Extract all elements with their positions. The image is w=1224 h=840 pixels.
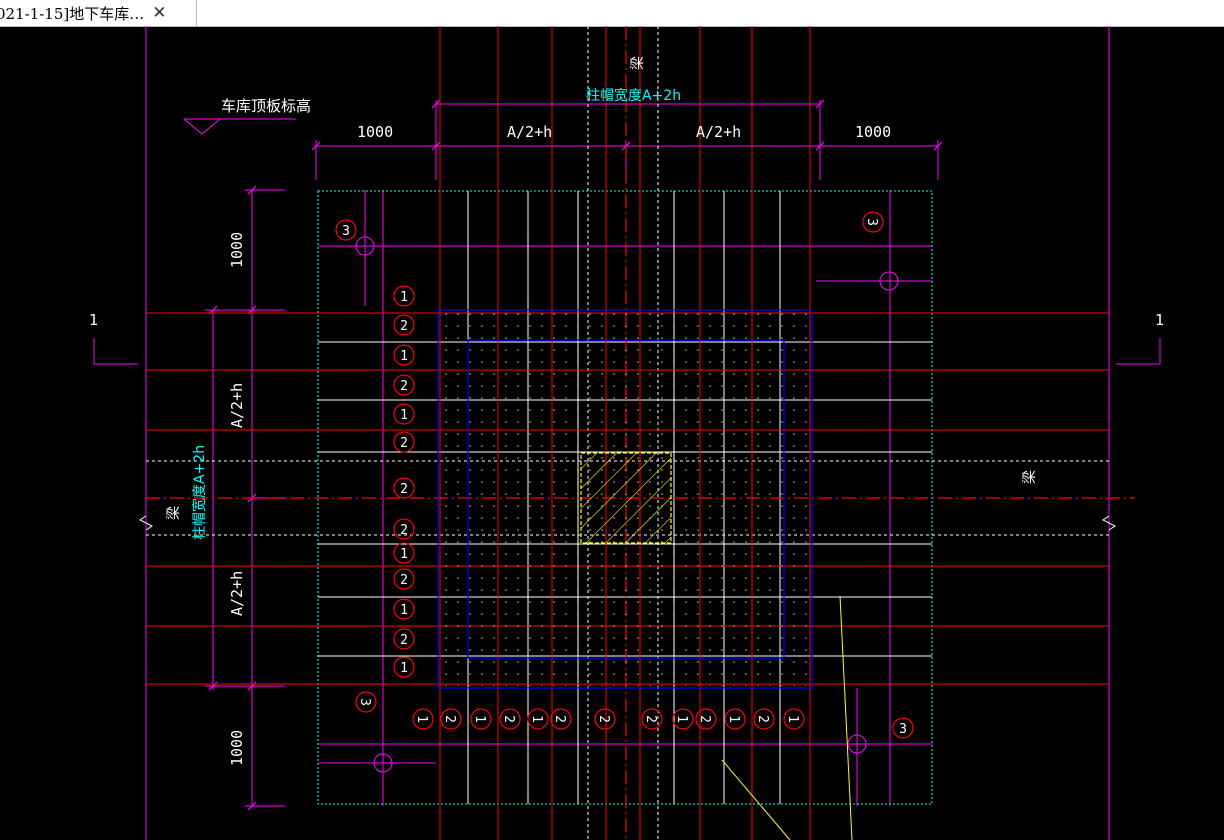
- cap-width-label-top: 柱帽宽度A+2h: [586, 87, 681, 104]
- svg-text:2: 2: [400, 633, 408, 648]
- document-tab[interactable]: 021-1-15]地下车库… ✕: [0, 0, 197, 26]
- left-bubble-11: 1: [393, 598, 415, 620]
- corner-bubble-bl: 3: [355, 691, 377, 713]
- svg-text:2: 2: [697, 715, 712, 723]
- bottom-bubble-12: 2: [753, 708, 775, 730]
- svg-text:1: 1: [529, 715, 544, 723]
- svg-text:2: 2: [442, 715, 457, 723]
- svg-text:1: 1: [414, 715, 429, 723]
- beam-label-left: 梁: [166, 506, 182, 520]
- svg-text:1: 1: [400, 547, 408, 562]
- dim-left-2: A/2+h: [228, 383, 246, 428]
- svg-text:2: 2: [400, 523, 408, 538]
- svg-text:2: 2: [552, 715, 567, 723]
- beam-label-right: 梁: [1022, 470, 1038, 484]
- dim-left-1: 1000: [228, 232, 246, 268]
- left-bubble-12: 2: [393, 628, 415, 650]
- left-bubble-4: 2: [393, 374, 415, 396]
- corner-bubble-tr: 3: [862, 211, 884, 233]
- left-bubble-2: 2: [393, 314, 415, 336]
- document-tab-title: 021-1-15]地下车库…: [0, 4, 145, 23]
- svg-text:2: 2: [400, 379, 408, 394]
- rebar-bubbles-left: 1 2 1 2 1 2 2 2 1 2 1 2 1: [393, 285, 415, 678]
- svg-text:1: 1: [400, 290, 408, 305]
- left-bubble-1: 1: [393, 285, 415, 307]
- svg-text:2: 2: [596, 715, 611, 723]
- break-marks: [139, 515, 1116, 531]
- cap-width-label-left: 柱帽宽度A+2h: [191, 445, 208, 540]
- svg-text:1: 1: [472, 715, 487, 723]
- bottom-bubble-3: 1: [470, 708, 492, 730]
- left-bubble-8: 2: [393, 518, 415, 540]
- svg-text:1: 1: [726, 715, 741, 723]
- section-mark-right: 1: [1155, 311, 1164, 329]
- svg-text:2: 2: [400, 573, 408, 588]
- svg-text:2: 2: [643, 715, 658, 723]
- left-bubble-7: 2: [393, 477, 415, 499]
- bottom-bubble-5: 1: [527, 708, 549, 730]
- dim-top-1: 1000: [357, 123, 393, 141]
- svg-text:1: 1: [674, 715, 689, 723]
- left-bubble-10: 2: [393, 568, 415, 590]
- svg-text:2: 2: [400, 436, 408, 451]
- svg-text:1: 1: [400, 661, 408, 676]
- bottom-bubble-1: 1: [412, 708, 434, 730]
- left-bubble-9: 1: [393, 542, 415, 564]
- corner-bubble-br: 3: [892, 717, 914, 739]
- bottom-bubble-4: 2: [499, 708, 521, 730]
- left-bubble-13: 1: [393, 656, 415, 678]
- bottom-bubble-6: 2: [550, 708, 572, 730]
- bottom-bubble-13: 1: [783, 708, 805, 730]
- bottom-bubble-9: 1: [672, 708, 694, 730]
- beam-label-top: 梁: [630, 56, 646, 70]
- bottom-bubble-8: 2: [641, 708, 663, 730]
- tab-bar: 021-1-15]地下车库… ✕: [0, 0, 1224, 27]
- svg-text:2: 2: [755, 715, 770, 723]
- magenta-frame-lines: [145, 26, 1110, 840]
- svg-text:1: 1: [400, 603, 408, 618]
- left-bubble-5: 1: [393, 403, 415, 425]
- bottom-bubble-2: 2: [440, 708, 462, 730]
- svg-text:1: 1: [400, 408, 408, 423]
- yellow-leaders: [721, 595, 853, 840]
- svg-text:1: 1: [785, 715, 800, 723]
- corner-bubble-tl: 3: [335, 219, 357, 241]
- roof-elevation-label: 车库顶板标高: [221, 97, 311, 115]
- column-cap-inner: [437, 309, 813, 689]
- svg-text:1: 1: [400, 349, 408, 364]
- section-marks: [93, 338, 1161, 365]
- svg-text:2: 2: [501, 715, 516, 723]
- section-mark-left: 1: [89, 311, 98, 329]
- dim-top-2: A/2+h: [507, 123, 552, 141]
- svg-text:3: 3: [357, 698, 372, 706]
- svg-text:2: 2: [400, 319, 408, 334]
- svg-text:2: 2: [400, 482, 408, 497]
- left-bubble-6: 2: [393, 431, 415, 453]
- column-section: [580, 452, 672, 544]
- svg-text:3: 3: [342, 224, 350, 239]
- dim-left-3: A/2+h: [228, 571, 246, 616]
- left-bubble-3: 1: [393, 344, 415, 366]
- close-icon[interactable]: ✕: [152, 3, 167, 23]
- svg-text:3: 3: [864, 218, 879, 226]
- dim-left-4: 1000: [228, 730, 246, 766]
- bottom-bubble-10: 2: [695, 708, 717, 730]
- center-lines: [146, 26, 1135, 840]
- elevation-symbol: [183, 118, 296, 135]
- cad-canvas[interactable]: 车库顶板标高 梁 柱帽宽度A+2h 梁 梁 柱帽宽度A+2h 1000 A/2+…: [0, 26, 1224, 840]
- bottom-bubble-7: 2: [594, 708, 616, 730]
- bottom-bubble-11: 1: [724, 708, 746, 730]
- dim-top-3: A/2+h: [696, 123, 741, 141]
- svg-text:3: 3: [899, 722, 907, 737]
- dim-top-4: 1000: [855, 123, 891, 141]
